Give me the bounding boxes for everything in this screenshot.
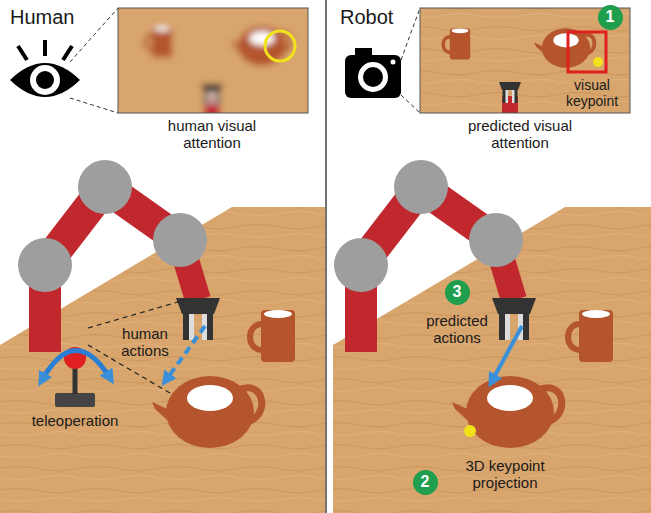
annotation-text: teleoperation	[20, 413, 130, 430]
callout-text: 1	[598, 8, 623, 26]
caption-text: human visual attention	[152, 118, 272, 152]
callout-number: 3	[445, 280, 470, 305]
callout-text: 2	[413, 473, 438, 491]
camera-icon	[345, 48, 401, 98]
callout-number: 2	[413, 470, 438, 495]
panel-title: Robot	[340, 6, 393, 28]
annotation-text: 3D keypoint projection	[450, 458, 560, 492]
panel-title: Human	[10, 6, 74, 28]
callout-text: 3	[445, 283, 470, 301]
caption-text: predicted visual attention	[455, 118, 585, 152]
joystick-icon	[42, 347, 110, 407]
annotation-text: predicted actions	[415, 313, 499, 347]
annotation-text: visual keypoint	[559, 78, 625, 109]
eye-icon	[10, 40, 80, 97]
annotation-text: human actions	[115, 326, 175, 360]
callout-number: 1	[598, 5, 623, 30]
